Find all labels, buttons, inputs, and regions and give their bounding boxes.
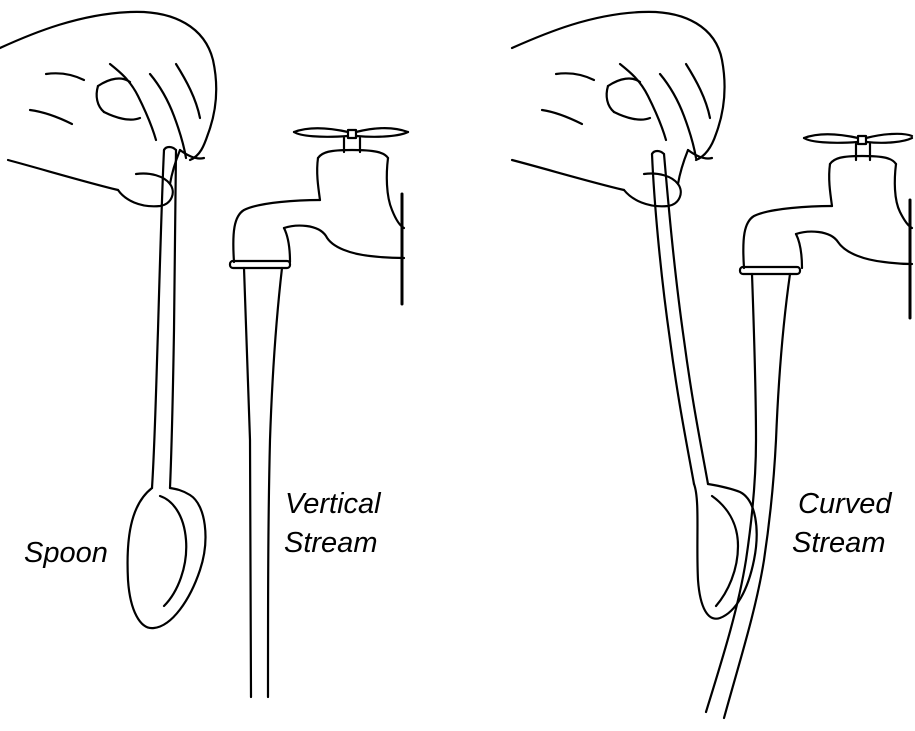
curved-stream-label-line2: Stream [792, 527, 885, 559]
right-faucet [740, 134, 912, 318]
spoon-label: Spoon [24, 537, 108, 569]
curved-stream-label-line1: Curved [798, 488, 892, 520]
left-panel: Spoon Vertical Stream [0, 12, 408, 697]
vertical-stream [244, 268, 282, 697]
right-panel: Curved Stream [512, 12, 912, 718]
left-spoon [128, 147, 206, 628]
curved-stream [706, 274, 790, 718]
left-hand [0, 12, 216, 206]
vertical-stream-label-line1: Vertical [285, 488, 382, 520]
right-spoon [652, 151, 757, 619]
vertical-stream-label-line2: Stream [284, 527, 377, 559]
right-hand [512, 12, 724, 206]
left-faucet [230, 128, 408, 304]
